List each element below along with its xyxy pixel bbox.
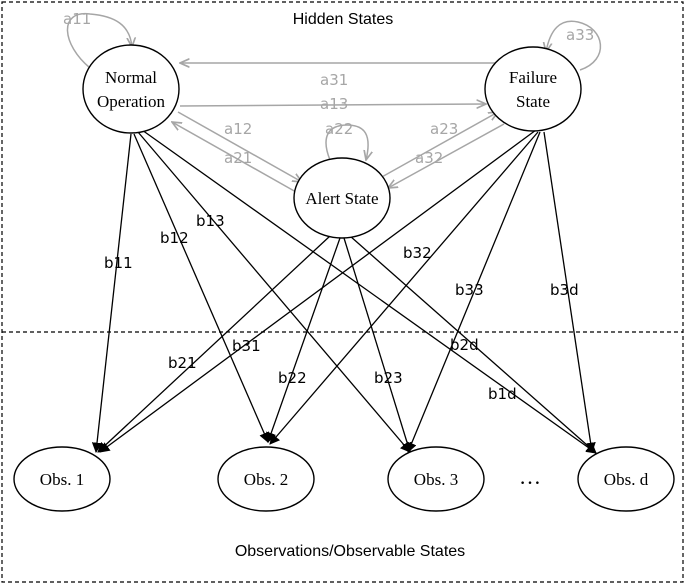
label-a12: a12 [224, 120, 252, 138]
label-a32: a32 [415, 149, 443, 167]
label-a31: a31 [320, 71, 348, 89]
edge-b13 [137, 131, 411, 453]
state-alert[interactable]: Alert State [293, 157, 391, 239]
label-b23: b23 [374, 369, 403, 387]
label-b1d: b1d [488, 385, 517, 403]
edge-b31 [99, 129, 537, 453]
edge-b32 [269, 131, 539, 445]
edge-b11 [91, 133, 132, 454]
edge-a32 [388, 123, 505, 188]
state-alert-line1: Alert State [305, 189, 378, 208]
label-b32: b32 [403, 244, 432, 262]
label-b31: b31 [232, 337, 261, 355]
observation-3-label: Obs. 3 [414, 470, 458, 489]
edge-b2d [349, 235, 597, 454]
label-a23: a23 [430, 120, 458, 138]
edge-b21 [97, 235, 331, 453]
label-b3d: b3d [550, 281, 579, 299]
state-normal-line2: Operation [97, 92, 165, 111]
observations-title: Observations/Observable States [235, 543, 465, 560]
state-failure-line1: Failure [509, 68, 557, 87]
observation-1[interactable]: Obs. 1 [13, 446, 111, 512]
label-b13: b13 [196, 212, 225, 230]
label-b12: b12 [160, 229, 189, 247]
label-a11: a11 [63, 10, 91, 28]
edge-a21 [172, 122, 297, 193]
edge-a13 [179, 104, 486, 106]
edge-a11 [66, 13, 132, 69]
edge-b1d [141, 129, 597, 454]
observation-3[interactable]: Obs. 3 [387, 446, 485, 512]
edge-a12 [177, 111, 302, 182]
emission-edges [91, 129, 597, 454]
label-b11: b11 [104, 254, 133, 272]
edge-b33 [406, 131, 541, 453]
state-failure[interactable]: Failure State [484, 46, 582, 132]
observation-2[interactable]: Obs. 2 [217, 446, 315, 512]
label-a21: a21 [224, 149, 252, 167]
state-failure-line2: State [516, 92, 550, 111]
observation-1-label: Obs. 1 [40, 470, 84, 489]
edge-b23 [343, 237, 413, 453]
state-normal-operation[interactable]: Normal Operation [82, 44, 180, 134]
edge-b12 [133, 133, 270, 443]
hidden-states-title: Hidden States [293, 11, 394, 28]
observation-d[interactable]: Obs. d [577, 446, 675, 512]
label-a33: a33 [566, 26, 594, 44]
transition-edges [66, 13, 602, 193]
label-b33: b33 [455, 281, 484, 299]
edge-a23 [379, 112, 498, 179]
observation-ellipsis: … [519, 464, 541, 489]
edge-b3d [543, 131, 596, 454]
edge-a33 [546, 20, 602, 71]
label-b21: b21 [168, 354, 197, 372]
label-a13: a13 [320, 95, 348, 113]
observation-d-label: Obs. d [604, 470, 649, 489]
label-b22: b22 [278, 369, 307, 387]
label-a22: a22 [325, 120, 353, 138]
edge-b22 [266, 237, 341, 443]
edge-a22 [325, 124, 368, 160]
observation-2-label: Obs. 2 [244, 470, 288, 489]
state-normal-line1: Normal [105, 68, 157, 87]
label-b2d: b2d [450, 336, 479, 354]
